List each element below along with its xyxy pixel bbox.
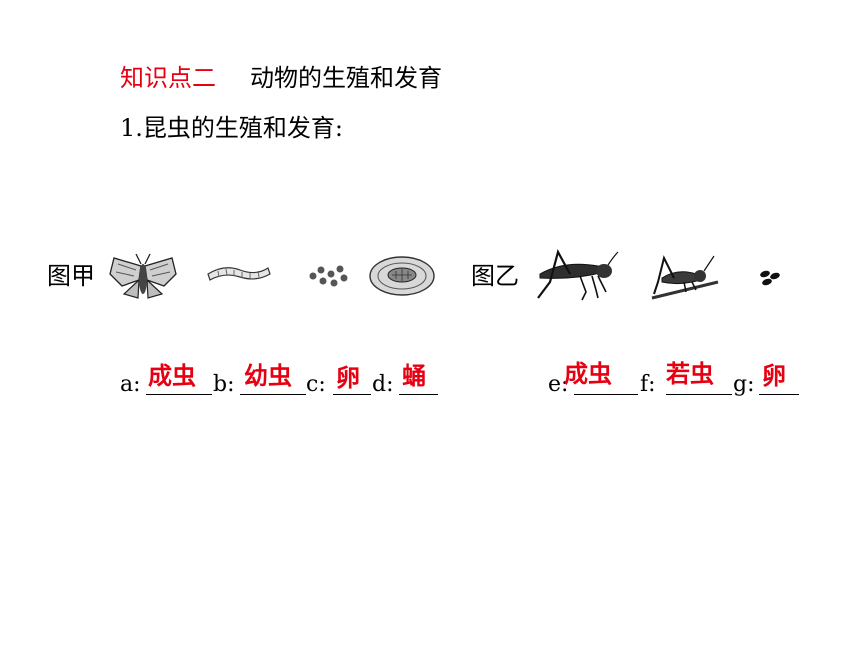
- blank-e-answer: 成虫: [564, 360, 612, 388]
- blank-a-answer: 成虫: [148, 362, 196, 390]
- figure-b-label: 图乙: [471, 262, 519, 290]
- grasshopper-eggs-icon: [760, 270, 780, 286]
- blank-a-letter: a:: [120, 372, 141, 397]
- blank-f-letter: f:: [640, 372, 656, 397]
- blank-e-line: [574, 394, 638, 395]
- adult-grasshopper-icon: [537, 249, 619, 301]
- blank-b-line: [240, 394, 306, 395]
- section-title: 1.昆虫的生殖和发育:: [120, 114, 343, 142]
- blank-c-answer: 卵: [336, 364, 360, 392]
- figure-a-label: 图甲: [47, 262, 95, 290]
- larva-icon: [207, 267, 271, 281]
- blank-f-answer: 若虫: [666, 360, 714, 388]
- blank-c-letter: c:: [306, 372, 326, 397]
- eggs-icon: [309, 265, 348, 287]
- blank-g-letter: g:: [733, 372, 755, 397]
- moth-icon: [109, 253, 177, 299]
- blank-b-answer: 幼虫: [244, 362, 292, 390]
- blank-d-answer: 蛹: [402, 362, 426, 390]
- heading-label: 知识点二: [120, 64, 216, 92]
- blank-e-letter: e:: [548, 372, 569, 397]
- blank-d-line: [399, 394, 438, 395]
- blank-b-letter: b:: [213, 372, 235, 397]
- nymph-grasshopper-icon: [651, 255, 719, 300]
- blank-f-line: [666, 394, 732, 395]
- blank-a-line: [146, 394, 212, 395]
- blank-c-line: [333, 394, 371, 395]
- blank-d-letter: d:: [372, 372, 394, 397]
- blank-g-line: [759, 394, 799, 395]
- heading-title: 动物的生殖和发育: [250, 64, 442, 92]
- blank-g-answer: 卵: [762, 362, 786, 390]
- cocoon-icon: [369, 256, 435, 296]
